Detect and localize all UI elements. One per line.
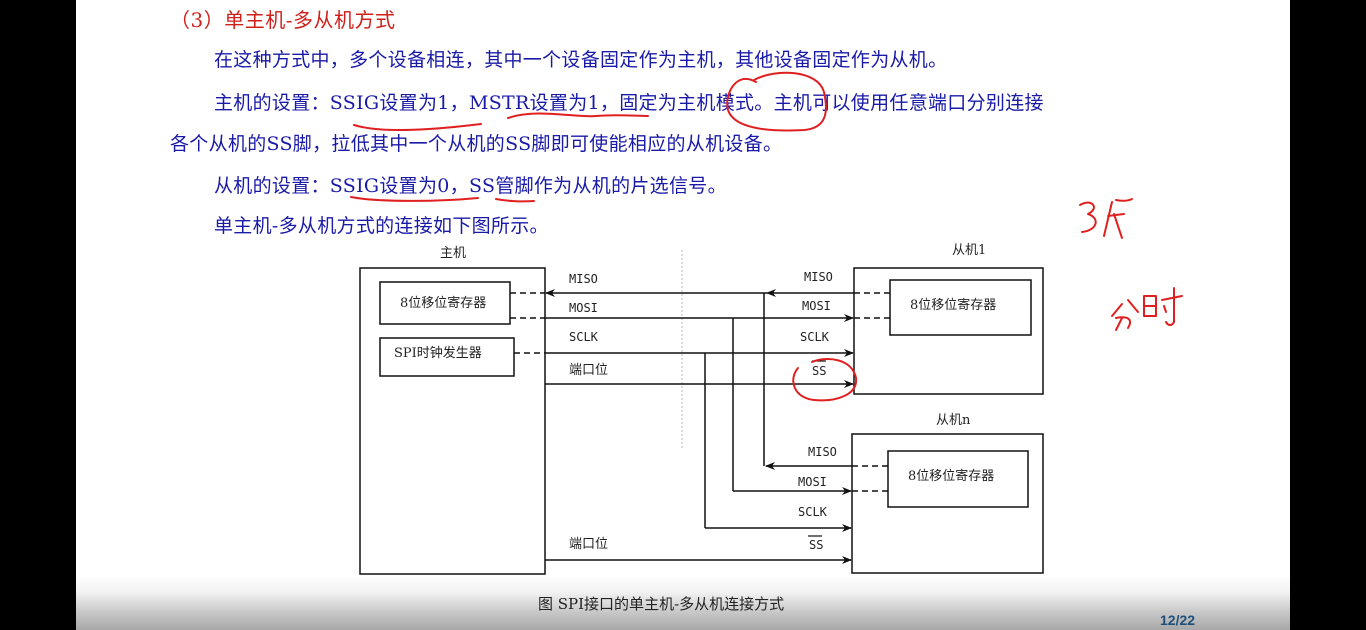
label-miso-master: MISO <box>569 272 598 286</box>
label-port-bit-1: 端口位 <box>569 363 608 378</box>
paragraph-master-settings: 主机的设置：SSIG设置为1，MSTR设置为1，固定为主机模式。主机可以使用任意… <box>214 92 1044 114</box>
handwritten-shi-icon <box>1143 287 1183 326</box>
label-mosi-slave1: MOSI <box>802 299 831 313</box>
underline-ss-pin-icon <box>495 198 535 203</box>
master-title: 主机 <box>440 246 466 261</box>
label-port-bit-n: 端口位 <box>569 537 608 552</box>
handwritten-fen-icon <box>1111 299 1139 331</box>
slave1-title: 从机1 <box>952 243 986 258</box>
figure-caption: 图 SPI接口的单主机-多从机连接方式 <box>538 595 785 613</box>
page-number: 12/22 <box>1160 612 1196 628</box>
handwritten-3-icon <box>1079 201 1097 233</box>
master-shift-register: 8位移位寄存器 <box>400 295 486 311</box>
handwritten-pian-icon <box>1103 198 1133 239</box>
label-miso-slave1: MISO <box>804 270 833 284</box>
label-mosi-slaven: MOSI <box>798 475 827 489</box>
paragraph-diagram-intro: 单主机-多从机方式的连接如下图所示。 <box>214 215 549 237</box>
master-clock-generator: SPI时钟发生器 <box>394 345 482 361</box>
slide: （3）单主机-多从机方式 在这种方式中，多个设备相连，其中一个设备固定作为主机，… <box>76 0 1290 630</box>
slave1-shift-register: 8位移位寄存器 <box>910 297 996 313</box>
label-miso-slaven: MISO <box>808 445 837 459</box>
section-heading: （3）单主机-多从机方式 <box>170 8 396 32</box>
label-sclk-slave1: SCLK <box>800 330 830 344</box>
circle-ss-slave1-icon <box>792 358 858 402</box>
paragraph-intro: 在这种方式中，多个设备相连，其中一个设备固定作为主机，其他设备固定作为从机。 <box>214 49 948 71</box>
label-sclk-slaven: SCLK <box>798 505 828 519</box>
slaven-shift-register: 8位移位寄存器 <box>908 468 994 484</box>
slaven-title: 从机n <box>936 413 971 428</box>
paragraph-slave-settings: 从机的设置：SSIG设置为0，SS管脚作为从机的片选信号。 <box>214 175 727 197</box>
label-sclk-master: SCLK <box>569 330 599 344</box>
paragraph-master-settings-cont: 各个从机的SS脚，拉低其中一个从机的SS脚即可使能相应的从机设备。 <box>170 133 783 155</box>
label-mosi-master: MOSI <box>569 301 598 315</box>
label-ss-slaven: SS <box>809 538 823 552</box>
label-ss-slave1: SS <box>812 364 826 378</box>
